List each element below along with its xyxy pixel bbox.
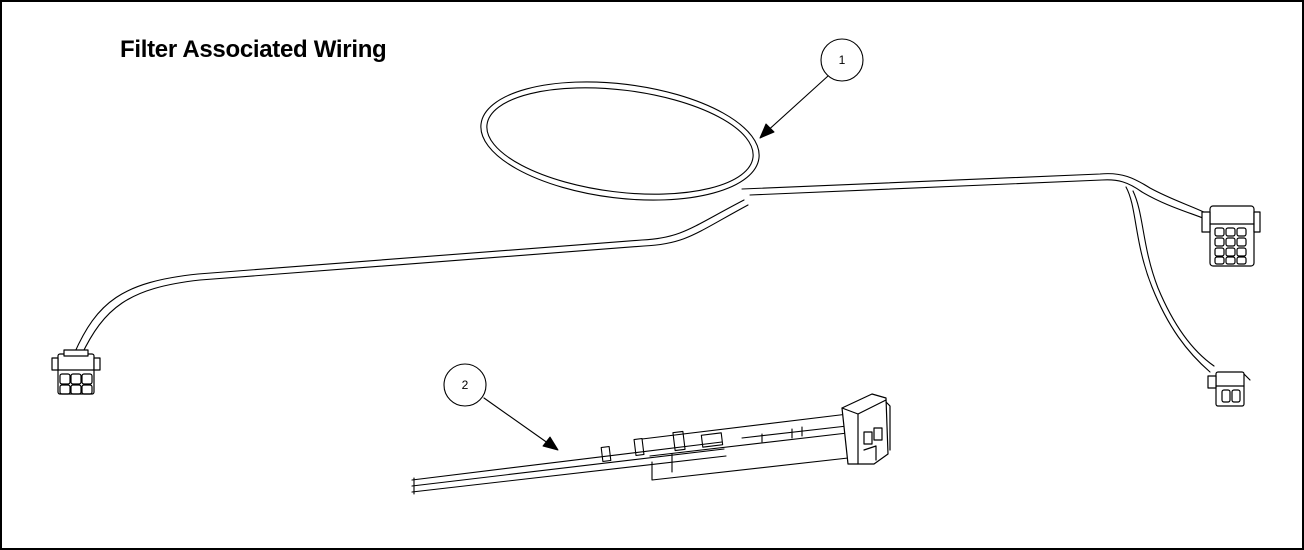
callout-2-label: 2: [462, 378, 469, 392]
harness-1-loop: [480, 81, 760, 201]
callout-2: 2: [443, 363, 559, 451]
harness-1: [51, 81, 1261, 407]
connector-right-small: [1207, 371, 1251, 407]
diagram-title: Filter Associated Wiring: [120, 36, 387, 63]
harness-1-right-cable: [741, 173, 1209, 221]
connector-left-6pin: [51, 349, 101, 395]
connector-right-12pin: [1201, 205, 1261, 267]
callout-1-label: 1: [839, 53, 846, 67]
connector-harness-2: [841, 393, 891, 465]
harness-1-branch-cable: [1125, 186, 1215, 373]
callout-1: 1: [759, 38, 864, 139]
harness-2: [411, 393, 891, 495]
harness-1-left-cable: [73, 199, 749, 357]
